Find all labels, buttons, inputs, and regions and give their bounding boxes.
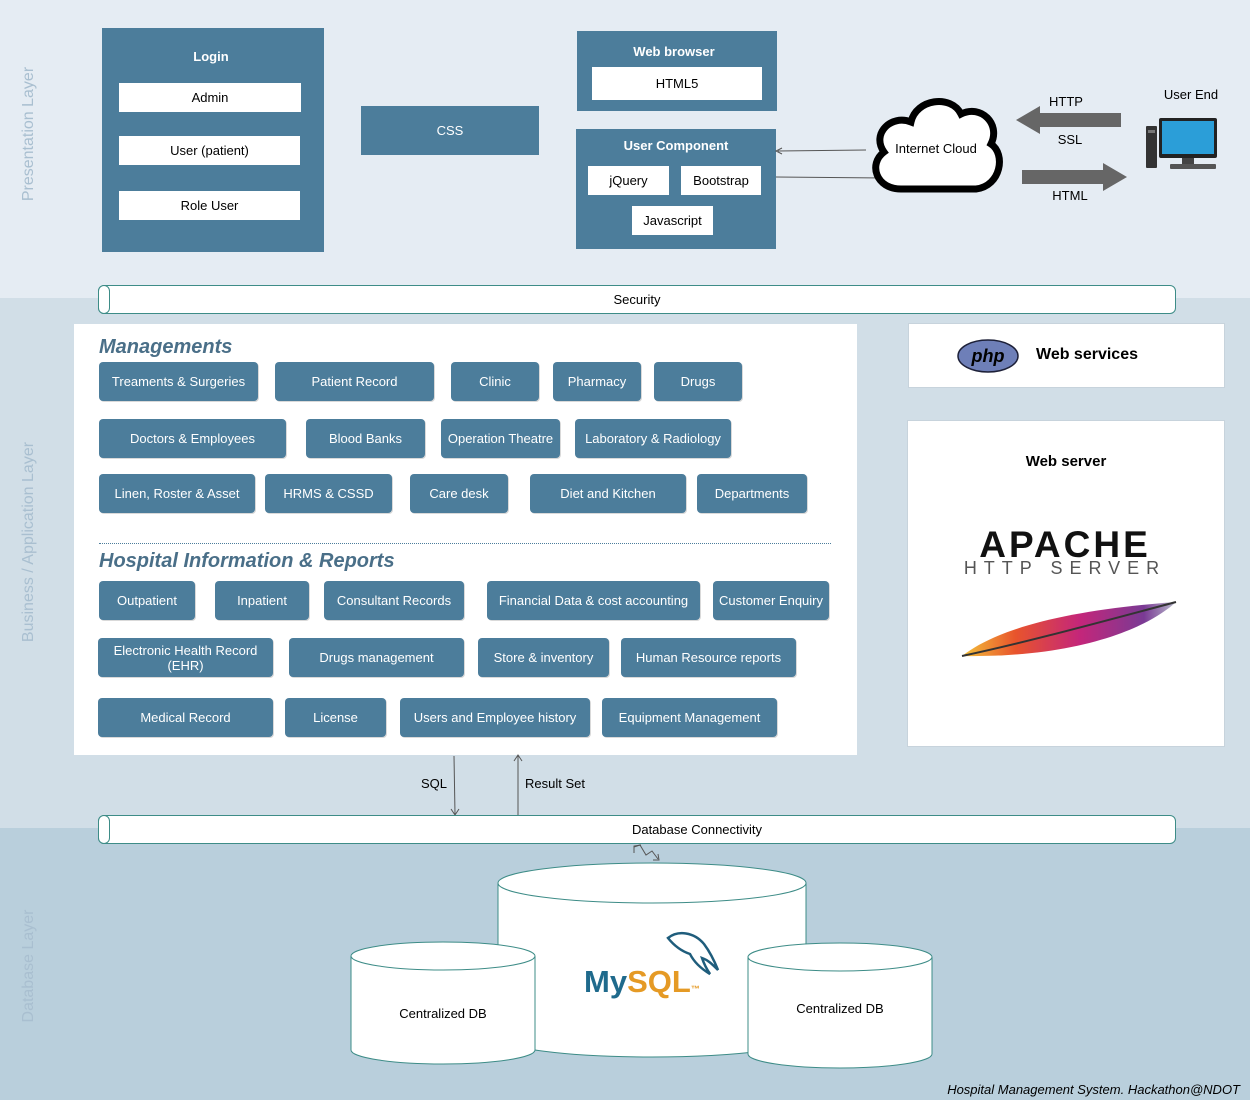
html-label: HTML (1052, 187, 1088, 203)
bootstrap-box: Bootstrap (681, 166, 761, 195)
mgmt-clinic[interactable]: Clinic (451, 362, 539, 401)
mgmt-departments[interactable]: Departments (697, 474, 807, 513)
mgmt-patient-record[interactable]: Patient Record (275, 362, 434, 401)
report-license[interactable]: License (285, 698, 386, 737)
mgmt-laboratory-radiology[interactable]: Laboratory & Radiology (575, 419, 731, 458)
mysql-dolphin-icon (666, 931, 720, 976)
internet-cloud-label: Internet Cloud (895, 140, 977, 156)
mysql-logo: MySQL™ (584, 964, 744, 1004)
jquery-box: jQuery (588, 166, 669, 195)
login-user-patient[interactable]: User (patient) (119, 136, 300, 165)
report-ehr[interactable]: Electronic Health Record (EHR) (98, 638, 273, 677)
report-store-inventory[interactable]: Store & inventory (478, 638, 609, 677)
login-title: Login (193, 48, 229, 64)
report-outpatient[interactable]: Outpatient (99, 581, 195, 620)
mgmt-doctors-employees[interactable]: Doctors & Employees (99, 419, 286, 458)
report-human-resource[interactable]: Human Resource reports (621, 638, 796, 677)
sql-label: SQL (421, 776, 448, 791)
web-server-box (907, 420, 1225, 747)
apache-logo-subtext: HTTP SERVER (963, 557, 1167, 578)
javascript-box: Javascript (632, 206, 713, 235)
php-logo-icon: php (957, 339, 1019, 373)
internet-cloud-icon (872, 98, 1003, 193)
user-end-label: User End (1163, 86, 1219, 102)
report-drugs-management[interactable]: Drugs management (289, 638, 464, 677)
database-connectivity-pipe: Database Connectivity (98, 815, 1176, 844)
mgmt-treatments-surgeries[interactable]: Treaments & Surgeries (99, 362, 258, 401)
mgmt-operation-theatre[interactable]: Operation Theatre (441, 419, 560, 458)
presentation-connectors (774, 106, 1127, 191)
section-divider (99, 543, 831, 544)
mgmt-diet-kitchen[interactable]: Diet and Kitchen (530, 474, 686, 513)
db-link-icon (633, 844, 660, 861)
web-services-label: Web services (1036, 346, 1138, 363)
left-db-label: Centralized DB (399, 1005, 487, 1021)
footer-caption: Hospital Management System. Hackathon@ND… (947, 1082, 1240, 1097)
report-customer-enquiry[interactable]: Customer Enquiry (713, 581, 829, 620)
mysql-logo-sql: SQL (627, 964, 691, 999)
report-medical-record[interactable]: Medical Record (98, 698, 273, 737)
security-label: Security (613, 292, 661, 307)
user-component-title: User Component (623, 137, 729, 153)
apache-feather-icon (961, 601, 1177, 657)
html5-box: HTML5 (592, 67, 762, 100)
report-financial-data[interactable]: Financial Data & cost accounting (487, 581, 700, 620)
login-admin[interactable]: Admin (119, 83, 301, 112)
login-role-user[interactable]: Role User (119, 191, 300, 220)
mgmt-drugs[interactable]: Drugs (654, 362, 742, 401)
mgmt-pharmacy[interactable]: Pharmacy (553, 362, 641, 401)
mysql-database-cylinder (497, 862, 807, 1058)
right-db-label: Centralized DB (796, 1000, 884, 1016)
login-panel: Login Admin User (patient) Role User (102, 28, 324, 252)
report-equipment-management[interactable]: Equipment Management (602, 698, 777, 737)
left-db-cylinder (350, 941, 536, 1065)
database-connectivity-label: Database Connectivity (631, 822, 763, 837)
mgmt-care-desk[interactable]: Care desk (410, 474, 508, 513)
mysql-logo-tm: ™ (690, 984, 700, 994)
http-arrow (1016, 106, 1121, 134)
html-arrow (1022, 163, 1127, 191)
report-users-employee-history[interactable]: Users and Employee history (400, 698, 590, 737)
web-server-title: Web server (1025, 452, 1107, 470)
ssl-label: SSL (1057, 131, 1083, 147)
apache-logo-text: APACHE (979, 524, 1151, 565)
report-consultant-records[interactable]: Consultant Records (324, 581, 464, 620)
reports-heading: Hospital Information & Reports (99, 550, 395, 572)
right-db-cylinder (747, 942, 933, 1069)
report-inpatient[interactable]: Inpatient (215, 581, 309, 620)
security-pipe: Security (98, 285, 1176, 314)
http-label: HTTP (1049, 93, 1083, 109)
css-box: CSS (361, 106, 539, 155)
business-layer-label: Business / Application Layer (20, 441, 37, 643)
mgmt-linen-roster-asset[interactable]: Linen, Roster & Asset (99, 474, 255, 513)
computer-icon (1146, 118, 1217, 169)
web-browser-panel: Web browser HTML5 (577, 31, 777, 111)
mysql-logo-my: My (584, 964, 628, 999)
managements-heading: Managements (99, 336, 233, 358)
database-layer-label: Database Layer (20, 909, 37, 1023)
result-set-label: Result Set (525, 776, 585, 791)
web-browser-title: Web browser (633, 43, 715, 59)
mgmt-hrms-cssd[interactable]: HRMS & CSSD (265, 474, 392, 513)
user-component-panel: User Component jQuery Bootstrap Javascri… (576, 129, 776, 249)
php-logo-text: php (971, 346, 1005, 366)
mgmt-blood-banks[interactable]: Blood Banks (306, 419, 425, 458)
